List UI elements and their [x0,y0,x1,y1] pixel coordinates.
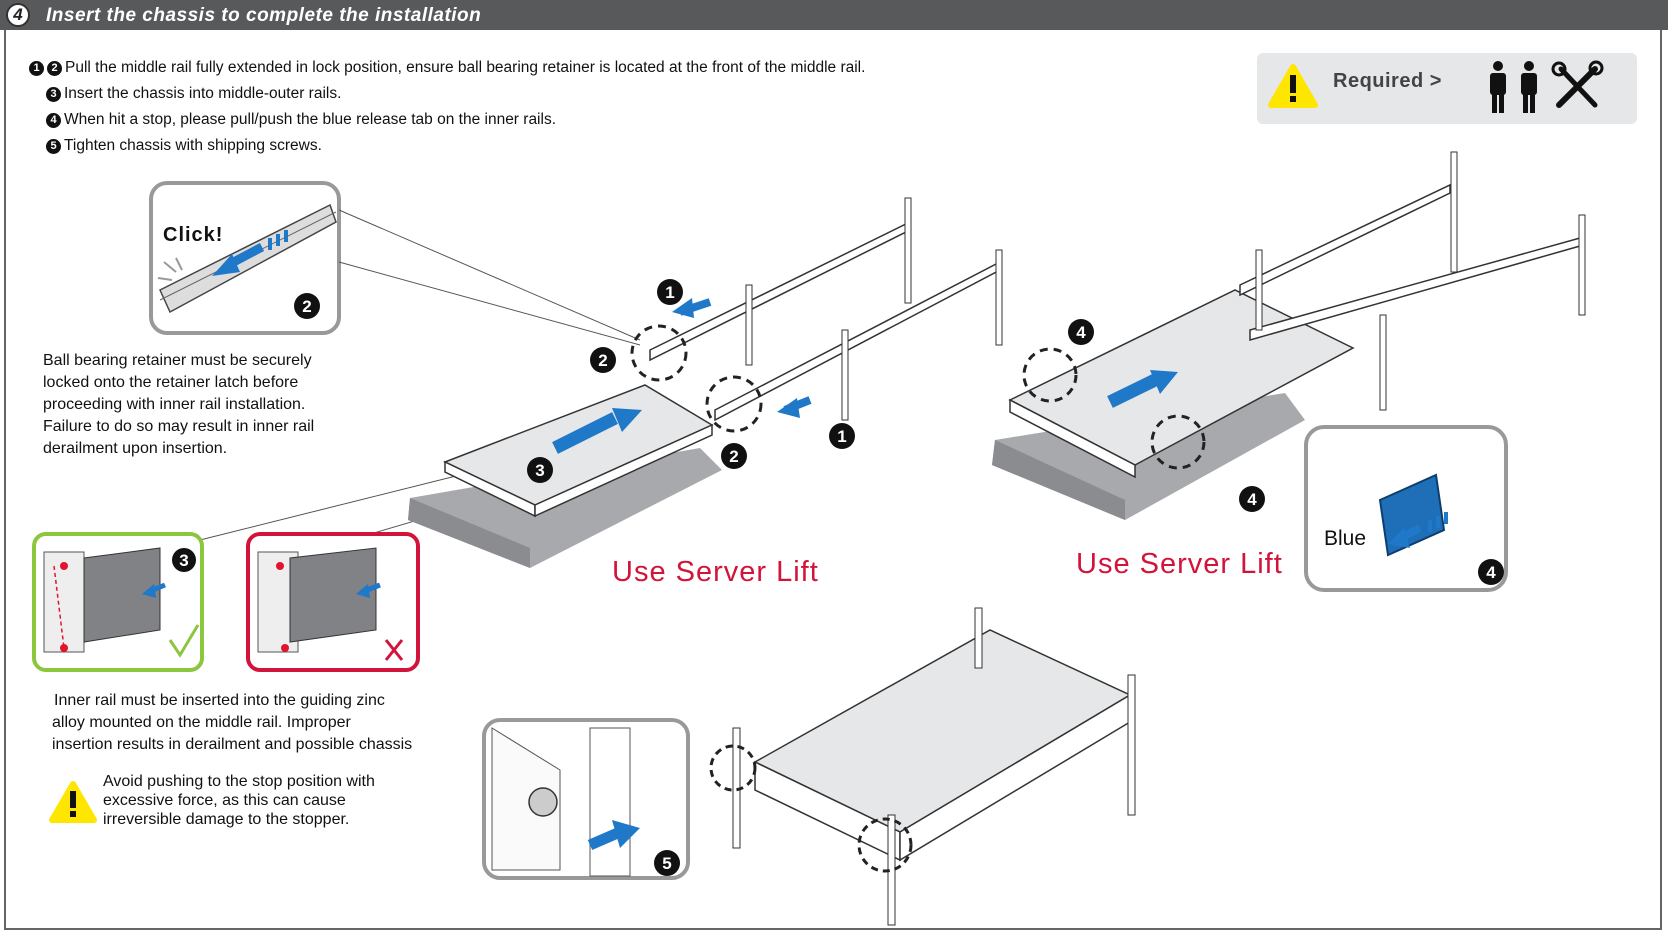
x-mark-icon [384,639,404,661]
warning-icon [49,781,97,823]
person-icon [1521,61,1537,113]
step-marker: 2 [47,61,62,76]
badge-1: 1 [665,283,674,302]
badge-2: 2 [598,351,607,370]
check-icon [168,624,200,658]
badge-5: 5 [662,854,671,873]
step-marker: 5 [46,139,61,154]
blue-arrow [552,412,618,454]
force-warning-note: Avoid pushing to the stop position with … [103,772,375,829]
required-label: Required > [1333,70,1442,92]
badge-2: 2 [729,447,738,466]
note-line: irreversible damage to the stopper. [103,811,350,828]
step-marker: 4 [46,113,61,128]
screw-detail-box [482,718,690,880]
use-server-lift-label: Use Server Lift [612,556,819,588]
badge-4: 4 [1076,323,1086,342]
server-lift-scene-left [408,197,1003,568]
badge-3: 3 [535,461,544,480]
badge-3: 3 [179,551,188,570]
leader-line [338,209,641,341]
screw-icon [528,787,558,817]
note-line: alloy mounted on the middle rail. Improp… [52,714,351,731]
section-number-badge: 4 [6,3,30,27]
step-text: When hit a stop, please pull/push the bl… [64,111,557,128]
step-badges: 2 1 2 3 2 1 4 4 4 3 5 [172,279,1504,876]
person-icon [1490,61,1506,113]
note-line: Failure to do so may result in inner rai… [43,418,315,435]
note-line: excessive force, as this can cause [103,792,346,809]
note-line: derailment upon insertion. [43,440,228,457]
badge-4: 4 [1247,490,1257,509]
step-text: Insert the chassis into middle-outer rai… [64,85,342,102]
badge-2: 2 [302,297,311,316]
warning-icon [1268,64,1318,108]
retainer-note: Ball bearing retainer must be securely l… [43,350,314,460]
rail-incorrect-box [246,532,420,672]
note-line: insertion results in derailment and poss… [52,736,413,753]
note-line: Ball bearing retainer must be securely [43,352,312,369]
step-marker: 1 [29,61,44,76]
server-lift-scene-right [992,151,1586,520]
step-text: Tighten chassis with shipping screws. [64,137,322,154]
badge-4: 4 [1486,563,1496,582]
use-server-lift-label: Use Server Lift [1076,548,1283,580]
step-marker: 3 [46,87,61,102]
required-panel-graphics [1268,60,1604,113]
required-panel: Required > [1257,53,1637,124]
note-line: locked onto the retainer latch before [43,374,299,391]
click-detail-box [149,181,341,335]
section-title: Insert the chassis to complete the insta… [46,5,482,26]
step-text: Pull the middle rail fully extended in l… [65,59,866,76]
blue-label: Blue [1324,527,1367,550]
note-line: Avoid pushing to the stop position with [103,773,375,790]
inner-rail-note: Inner rail must be inserted into the gui… [52,690,412,756]
badge-1: 1 [837,427,846,446]
leader-line [199,469,481,541]
blue-tab-detail-box [1304,425,1508,592]
installed-rack-scene [709,607,1136,926]
blue-release-tab [1378,473,1446,557]
tools-icon [1551,60,1604,108]
blue-arrow [1107,374,1158,408]
click-label: Click! [163,224,224,246]
leader-line [338,261,641,346]
rail-correct-box [32,532,204,672]
note-line: proceeding with inner rail installation. [43,396,306,413]
section-header: 4 Insert the chassis to complete the ins… [0,0,1668,30]
note-line: Inner rail must be inserted into the gui… [54,692,385,709]
